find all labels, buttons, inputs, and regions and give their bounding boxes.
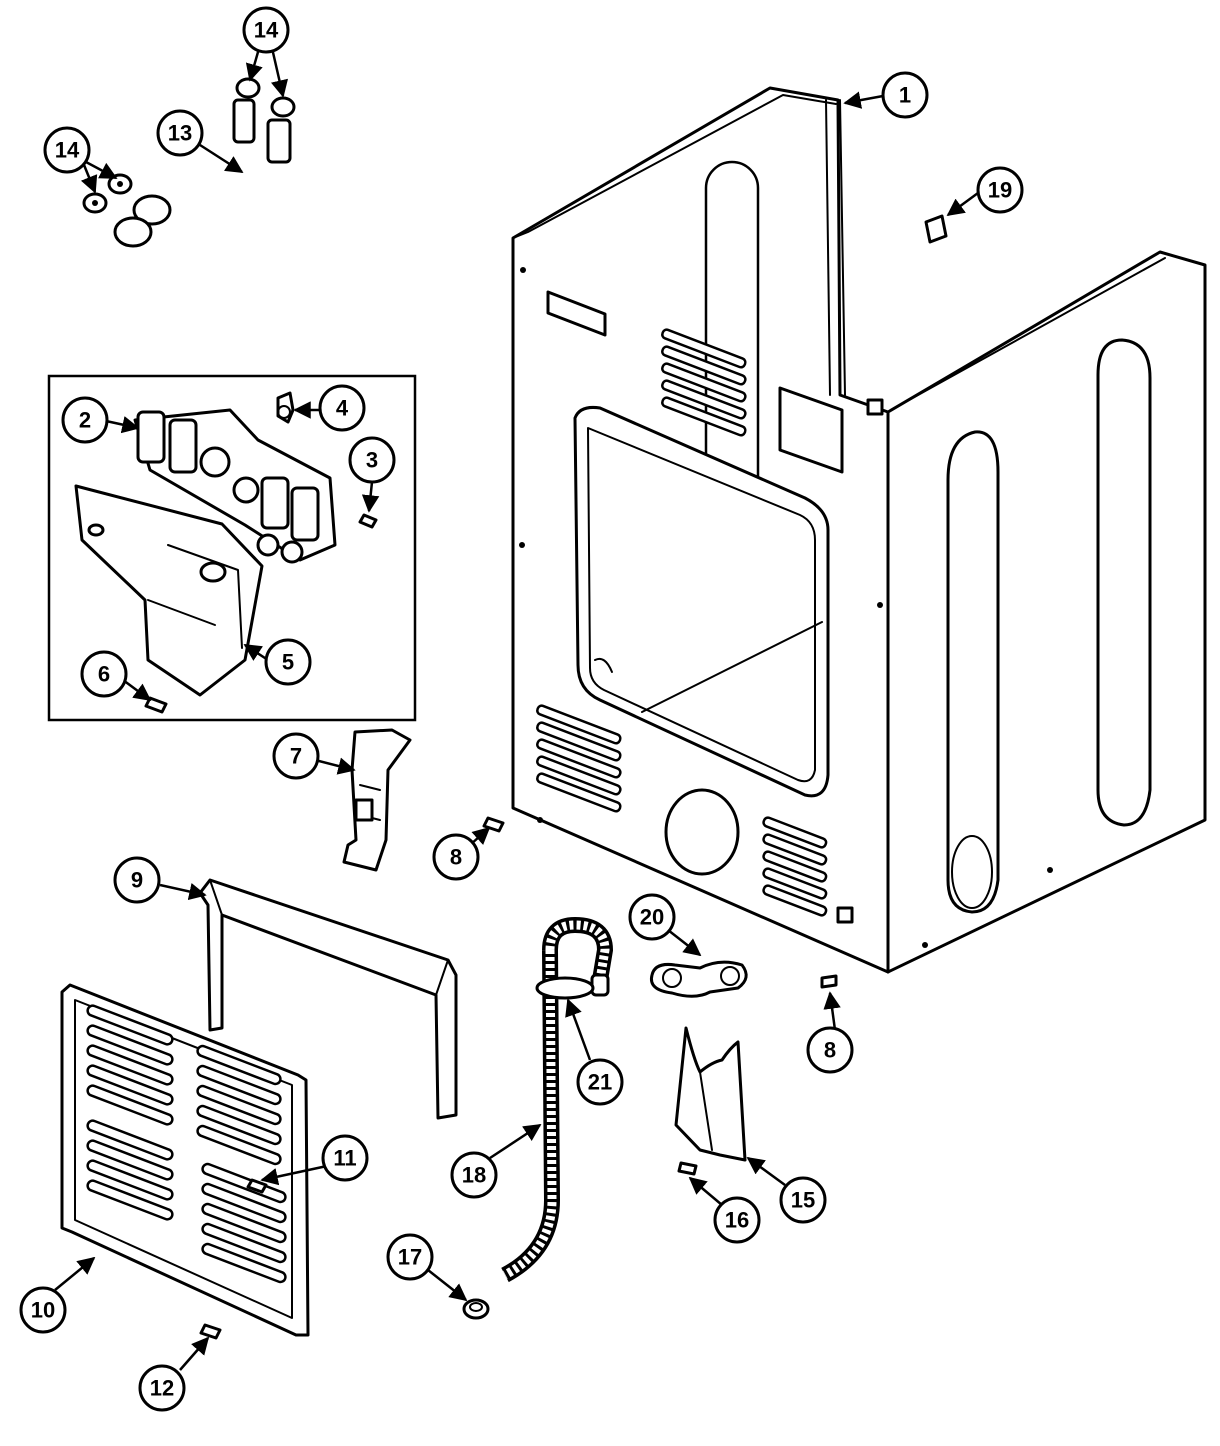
callout-17: 17 [386,1233,434,1281]
callout-20: 20 [628,893,676,941]
callout-20-label: 20 [640,905,664,930]
callout-7-label: 7 [290,744,302,769]
callout-13-label: 13 [168,121,192,146]
drain-shield-15 [674,1026,747,1162]
callout-8-left-label: 8 [450,845,462,870]
callout-17-label: 17 [398,1245,422,1270]
cabinet-screw-left [482,816,505,833]
water-valve-assembly [133,408,337,564]
callout-9: 9 [113,856,161,904]
callout-11: 11 [321,1134,369,1182]
callout-5-label: 5 [282,650,294,675]
callout-19-label: 19 [988,178,1012,203]
callout-5: 5 [264,638,312,686]
callout-12: 12 [138,1364,186,1412]
callout-2: 2 [61,396,109,444]
callout-15-label: 15 [791,1188,815,1213]
callout-10-label: 10 [31,1298,55,1323]
hose-guide-20 [649,960,748,998]
cabinet-screw-right [820,974,838,989]
valve-screw-3 [358,513,378,529]
callout-15: 15 [779,1176,827,1224]
panel-support-frame [198,878,458,1120]
callout-18: 18 [450,1151,498,1199]
callout-14-left-label: 14 [55,138,80,163]
panel-right-louvers [196,1044,287,1284]
callout-11-label: 11 [333,1146,356,1171]
callout-3: 3 [348,436,396,484]
hose-clamp-17 [462,1298,490,1320]
hose-clamp-21 [535,976,595,1000]
valve-screw-6 [144,696,168,714]
callout-10: 10 [19,1286,67,1334]
panel-left-louvers [86,1004,174,1221]
callout-8-right-label: 8 [824,1038,836,1063]
hose-bracket [342,728,412,872]
callout-4-label: 4 [336,396,349,421]
plug-button [924,214,948,244]
callout-7: 7 [272,732,320,780]
callout-21-label: 21 [588,1070,612,1095]
valve-bracket [74,484,264,697]
callout-16-label: 16 [725,1208,749,1233]
callout-1-label: 1 [899,83,911,108]
callout-14-top-label: 14 [254,18,279,43]
callout-6-label: 6 [98,662,110,687]
callout-13: 13 [156,109,204,157]
valve-detail-frame [47,374,417,722]
callout-16: 16 [713,1196,761,1244]
callout-14-top: 14 [242,6,290,54]
cabinet-upper-louvers [661,328,747,437]
callout-6: 6 [80,650,128,698]
callout-21: 21 [576,1058,624,1106]
cabinet-lower-left-louvers [536,704,622,813]
hose-washers [82,77,296,214]
shield-screw-16 [677,1161,698,1176]
front-access-panel [60,983,310,1337]
cabinet-lower-right-louvers [762,816,828,917]
callout-12-label: 12 [150,1376,174,1401]
valve-clip [276,391,295,424]
cabinet [511,86,1207,974]
callout-2-label: 2 [79,408,91,433]
drain-hose [501,916,614,1283]
callout-9-label: 9 [131,868,143,893]
callout-19: 19 [976,166,1024,214]
callout-14-left: 14 [43,126,91,174]
callout-8-right: 8 [806,1026,854,1074]
inlet-hoses [113,98,292,328]
callout-4: 4 [318,384,366,432]
panel-screw-12 [199,1323,222,1340]
callout-18-label: 18 [462,1163,486,1188]
callout-8-left: 8 [432,833,480,881]
callout-1: 1 [881,71,929,119]
callout-3-label: 3 [366,448,378,473]
